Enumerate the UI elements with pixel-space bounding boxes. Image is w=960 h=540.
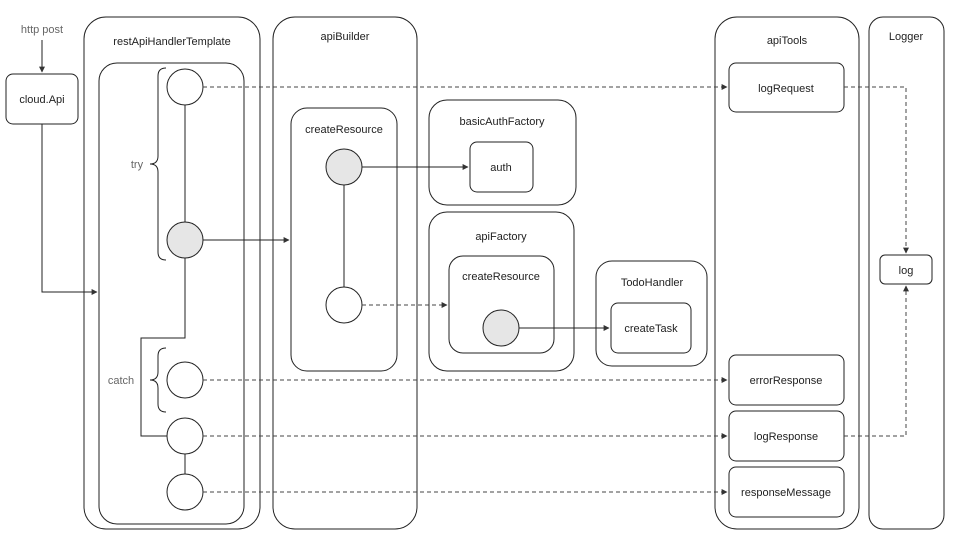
response-message-label: responseMessage [741, 487, 831, 499]
error-response-node [166, 361, 204, 399]
factory-call-node [325, 286, 363, 324]
log-request-label: logRequest [758, 83, 814, 95]
todo-handler-container: TodoHandler createTask [595, 260, 708, 367]
create-resource-builder-title: createResource [305, 124, 383, 136]
log-label: log [899, 265, 914, 277]
error-response-box [728, 354, 845, 406]
rest-api-handler-template-container: restApiHandlerTemplate [83, 16, 261, 530]
error-response-label: errorResponse [750, 375, 823, 387]
catch-label: catch [108, 375, 134, 387]
handler-inner-frame [98, 62, 245, 525]
create-task-box [610, 302, 692, 354]
log-response-label: logResponse [754, 431, 818, 443]
basic-auth-factory-title: basicAuthFactory [460, 116, 545, 128]
response-message-node [166, 473, 204, 511]
logger-title: Logger [889, 31, 924, 43]
auth-label: auth [490, 162, 511, 174]
create-resource-factory-box [448, 255, 555, 354]
catch-brace [149, 347, 167, 413]
api-builder-container: apiBuilder createResource [272, 16, 418, 530]
log-request-node [166, 68, 204, 106]
build-resource-node [166, 221, 204, 259]
create-task-call-node [482, 309, 520, 347]
create-resource-factory-title: createResource [462, 271, 540, 283]
rest-api-handler-template-title: restApiHandlerTemplate [113, 36, 230, 48]
try-brace [149, 67, 167, 261]
api-factory-container: apiFactory createResource [428, 211, 575, 372]
api-builder-title: apiBuilder [321, 31, 370, 43]
cloud-api-label: cloud.Api [19, 94, 64, 106]
todo-handler-title: TodoHandler [621, 277, 684, 289]
log-response-node [166, 417, 204, 455]
api-factory-title: apiFactory [475, 231, 527, 243]
log-box [879, 254, 933, 285]
try-label: try [131, 159, 144, 171]
auth-box [469, 141, 534, 193]
response-message-box [728, 466, 845, 518]
log-response-to-log-arrow [844, 285, 909, 437]
catch-bracket-connector [140, 258, 186, 437]
basic-auth-factory-container: basicAuthFactory auth [428, 99, 577, 206]
create-task-label: createTask [624, 323, 678, 335]
api-tools-title: apiTools [767, 35, 808, 47]
auth-call-node [325, 148, 363, 186]
http-post-label: http post [21, 24, 63, 36]
cloud-api-to-handler-arrow [41, 124, 98, 295]
